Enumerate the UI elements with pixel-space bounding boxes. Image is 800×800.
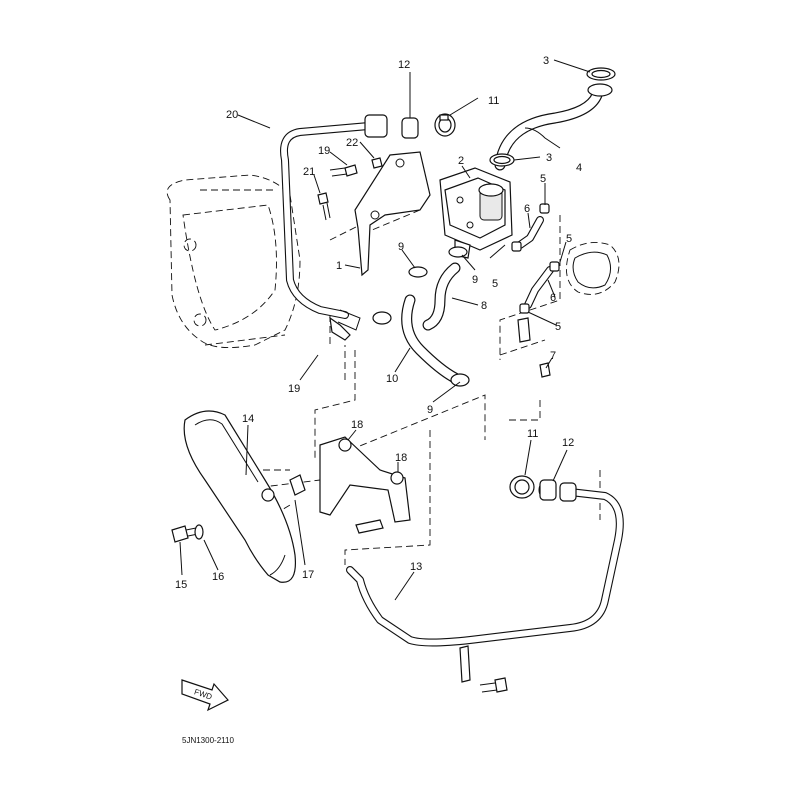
callout-1: 1 [336,260,342,272]
callout-numbers: 3 12 11 20 22 19 2 3 4 21 5 6 5 9 1 9 5 … [175,55,582,591]
callout-16: 16 [212,571,224,583]
callout-6-lower: 6 [550,292,556,304]
callout-13: 13 [410,561,422,573]
callout-15: 15 [175,579,187,591]
reed-valve-hose-top [489,67,616,171]
callout-14: 14 [242,413,254,425]
callout-18-left: 18 [351,419,363,431]
callout-2: 2 [458,155,464,167]
callout-9-bottom: 9 [427,404,433,416]
callout-3-top: 3 [543,55,549,67]
air-induction-pipe-left [280,114,388,341]
air-cleaner-housing-outline [166,174,301,349]
reed-valve-cover [565,241,620,295]
joint-and-clamp-top [401,113,456,139]
callout-11-top: 11 [488,95,499,107]
callout-20: 20 [226,109,238,121]
callout-4: 4 [576,162,582,174]
callout-7: 7 [550,350,556,362]
callout-leaders [179,59,591,601]
callout-11-bottom: 11 [527,428,538,440]
callout-5-right: 5 [566,233,572,245]
callout-8: 8 [481,300,487,312]
callout-18-right: 18 [395,452,407,464]
air-induction-pipe-bottom [346,475,624,693]
callout-9-left: 9 [398,241,404,253]
callout-19-top: 19 [318,145,330,157]
callout-6-upper: 6 [524,203,530,215]
drawing-code: 5JN1300-2110 [182,736,234,745]
callout-5-mid: 5 [492,278,498,290]
callout-12-top: 12 [398,59,410,71]
callout-17: 17 [302,569,314,581]
callout-5-upper: 5 [540,173,546,185]
callout-10: 10 [386,373,398,385]
callout-12-bottom: 12 [562,437,574,449]
small-vacuum-hoses [511,203,560,378]
callout-22: 22 [346,137,358,149]
callout-9-mid: 9 [472,274,478,286]
bolt-and-washer [171,524,204,543]
callout-19-bottom: 19 [288,383,300,395]
side-cover [183,410,306,583]
forward-direction-arrow-icon: FWD [181,679,229,712]
bracket-assembly [317,151,431,277]
middle-hoses [372,246,470,387]
stay-bracket [319,436,411,534]
callout-21: 21 [303,166,315,178]
callout-5-lower: 5 [555,321,561,333]
air-cut-valve [439,167,513,259]
callout-3-mid: 3 [546,152,552,164]
